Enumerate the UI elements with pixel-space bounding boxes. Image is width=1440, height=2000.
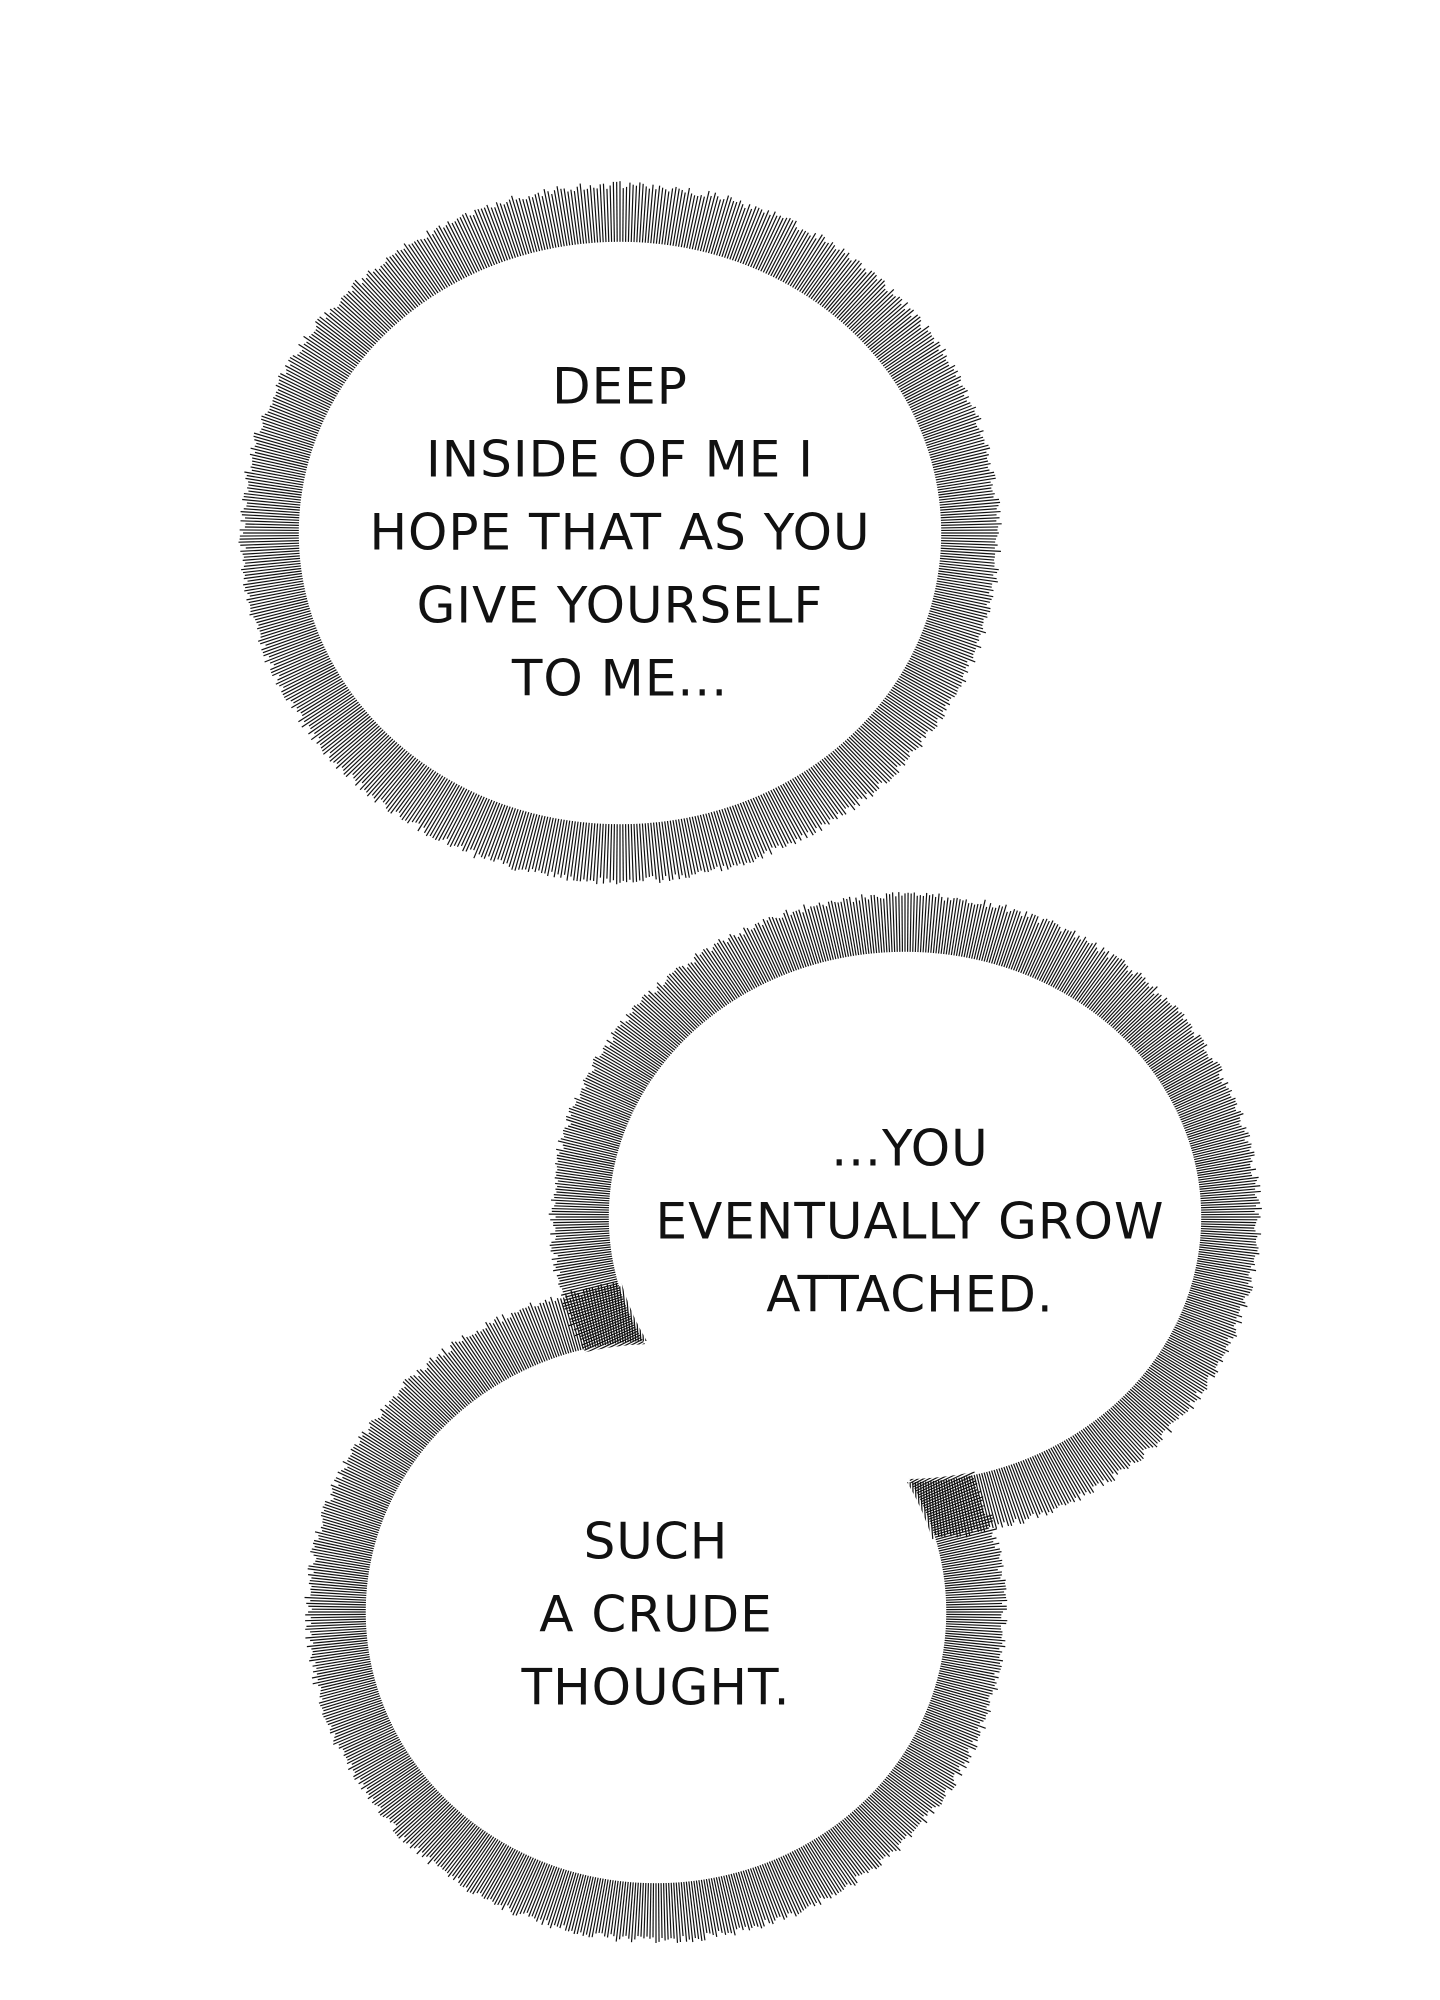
bubble-line: ...YOU xyxy=(656,1113,1165,1186)
bubble-line: THOUGHT. xyxy=(522,1652,791,1725)
bubble-line: A CRUDE xyxy=(522,1579,791,1652)
bubble-line: EVENTUALLY GROW xyxy=(656,1186,1165,1259)
bubble-line: HOPE THAT AS YOU xyxy=(369,497,870,570)
bubble-line: INSIDE OF ME I xyxy=(369,424,870,497)
bubble-line: TO ME... xyxy=(369,643,870,716)
bubble-line: ATTACHED. xyxy=(656,1259,1165,1332)
speech-bubble-1-text: DEEP INSIDE OF ME I HOPE THAT AS YOU GIV… xyxy=(369,351,870,716)
bubble-line: GIVE YOURSELF xyxy=(369,570,870,643)
speech-bubble-3-text: SUCH A CRUDE THOUGHT. xyxy=(522,1506,791,1725)
bubble-line: DEEP xyxy=(369,351,870,424)
speech-bubble-2-text: ...YOU EVENTUALLY GROW ATTACHED. xyxy=(656,1113,1165,1332)
bubble-line: SUCH xyxy=(522,1506,791,1579)
